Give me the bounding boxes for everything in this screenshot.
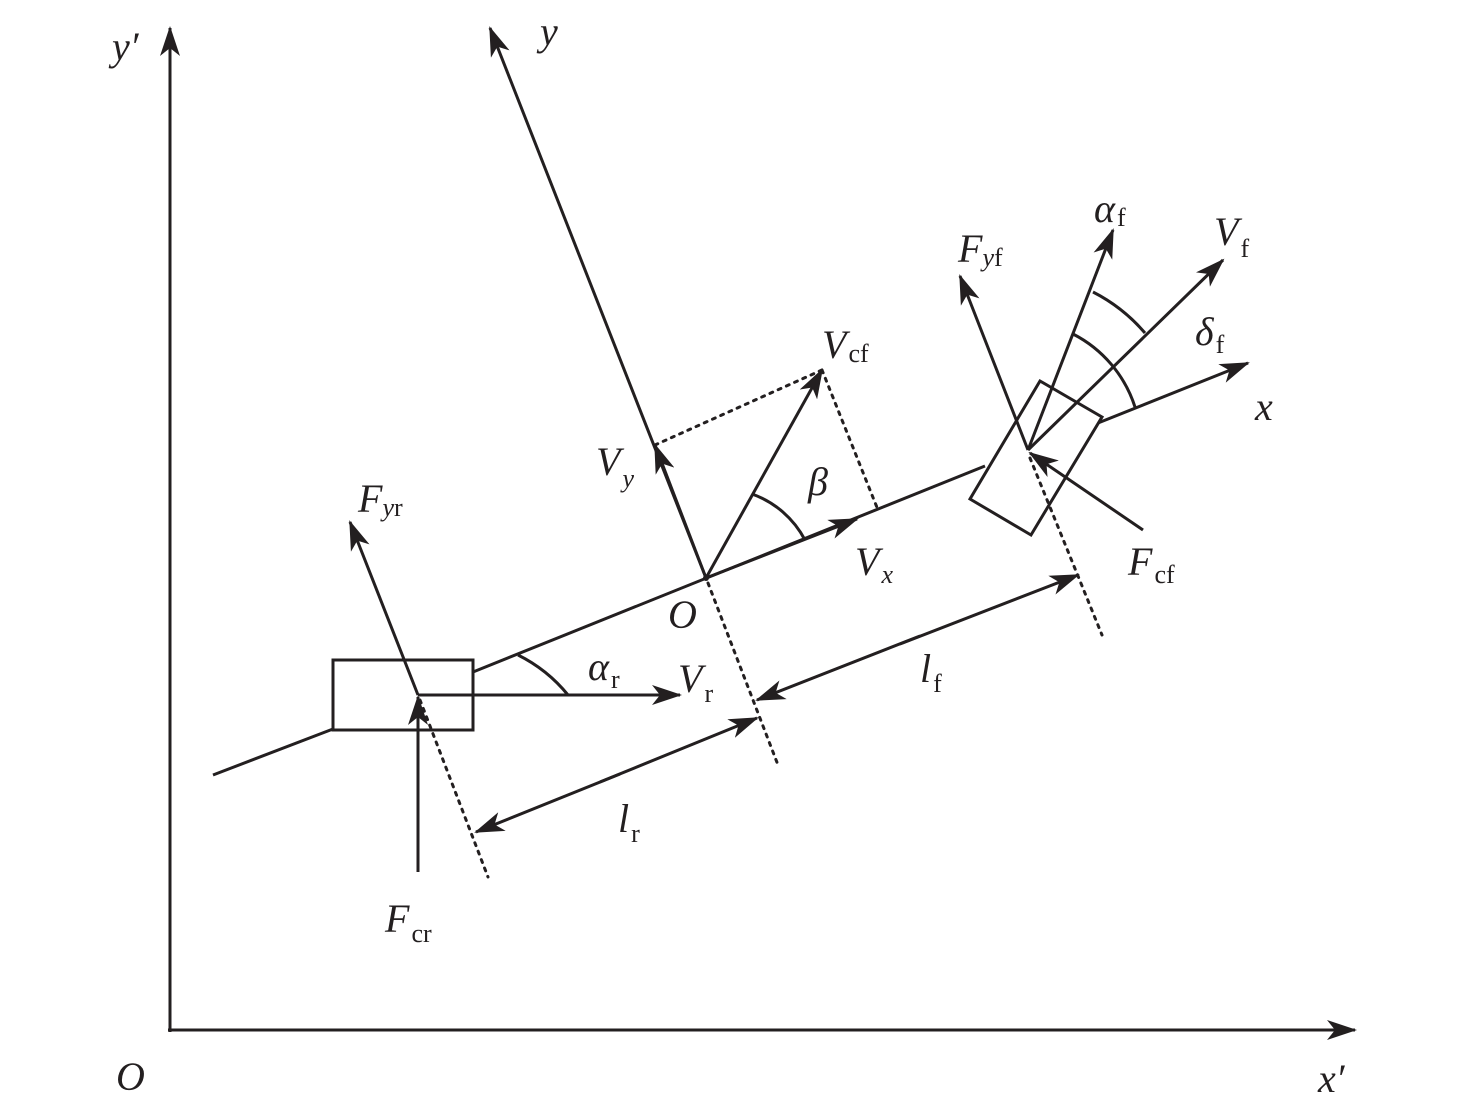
x-prime-label: x′ <box>1317 1056 1346 1101</box>
front-dashed-line <box>1028 456 1104 637</box>
V-y-arrow <box>653 443 708 579</box>
l-r-dimension-back <box>474 772 621 834</box>
beta-arc <box>751 492 807 541</box>
beta-label: β <box>807 459 828 504</box>
x-label: x <box>1254 384 1273 429</box>
l-r-dimension <box>599 716 759 784</box>
l-f-label: lf <box>920 646 942 698</box>
alpha-f-arc <box>1092 290 1147 334</box>
y-prime-label: y′ <box>108 24 140 69</box>
F-yr-label: Fyr <box>357 476 403 522</box>
l-f-dimension-back <box>755 634 921 702</box>
front-wheel <box>967 378 1105 538</box>
delta-f-arc <box>1072 332 1137 408</box>
alpha-f-label: αf <box>1094 186 1126 232</box>
origin-body-point <box>703 575 709 581</box>
y-label: y <box>536 9 558 54</box>
vcf-vx-dashed <box>820 368 880 512</box>
F-yf-label: Fyf <box>957 226 1003 272</box>
origin-body-label: O <box>668 592 697 637</box>
V-y-label: Vy <box>596 439 634 493</box>
F-cr-label: Fcr <box>384 896 432 948</box>
alpha-r-label: αr <box>588 644 620 694</box>
x-axis <box>1097 361 1250 425</box>
F-yf-arrow <box>958 274 1030 451</box>
F-yr-arrow <box>348 520 420 696</box>
center-dashed-line <box>706 581 780 767</box>
F-cf-arrow <box>1028 451 1144 532</box>
l-f-dimension <box>899 573 1080 646</box>
delta-f-label: δf <box>1195 309 1225 359</box>
V-cf-arrow <box>704 368 824 579</box>
alpha-r-arc <box>517 653 570 696</box>
l-r-label: lr <box>618 796 640 848</box>
V-x-label: Vx <box>855 539 893 589</box>
alpha-f-arrow <box>1026 228 1115 451</box>
origin-global-label: O <box>116 1054 145 1099</box>
V-r-label: Vr <box>678 656 713 708</box>
V-f-arrow <box>1026 258 1225 452</box>
F-cf-label: Fcf <box>1127 539 1175 589</box>
V-x-arrow <box>705 517 859 580</box>
vy-vcf-dashed <box>653 368 824 447</box>
V-cf-label: Vcf <box>822 322 869 368</box>
V-f-label: Vf <box>1214 209 1249 263</box>
vehicle-axis-rear <box>212 727 334 777</box>
rear-dashed-line <box>418 698 490 879</box>
